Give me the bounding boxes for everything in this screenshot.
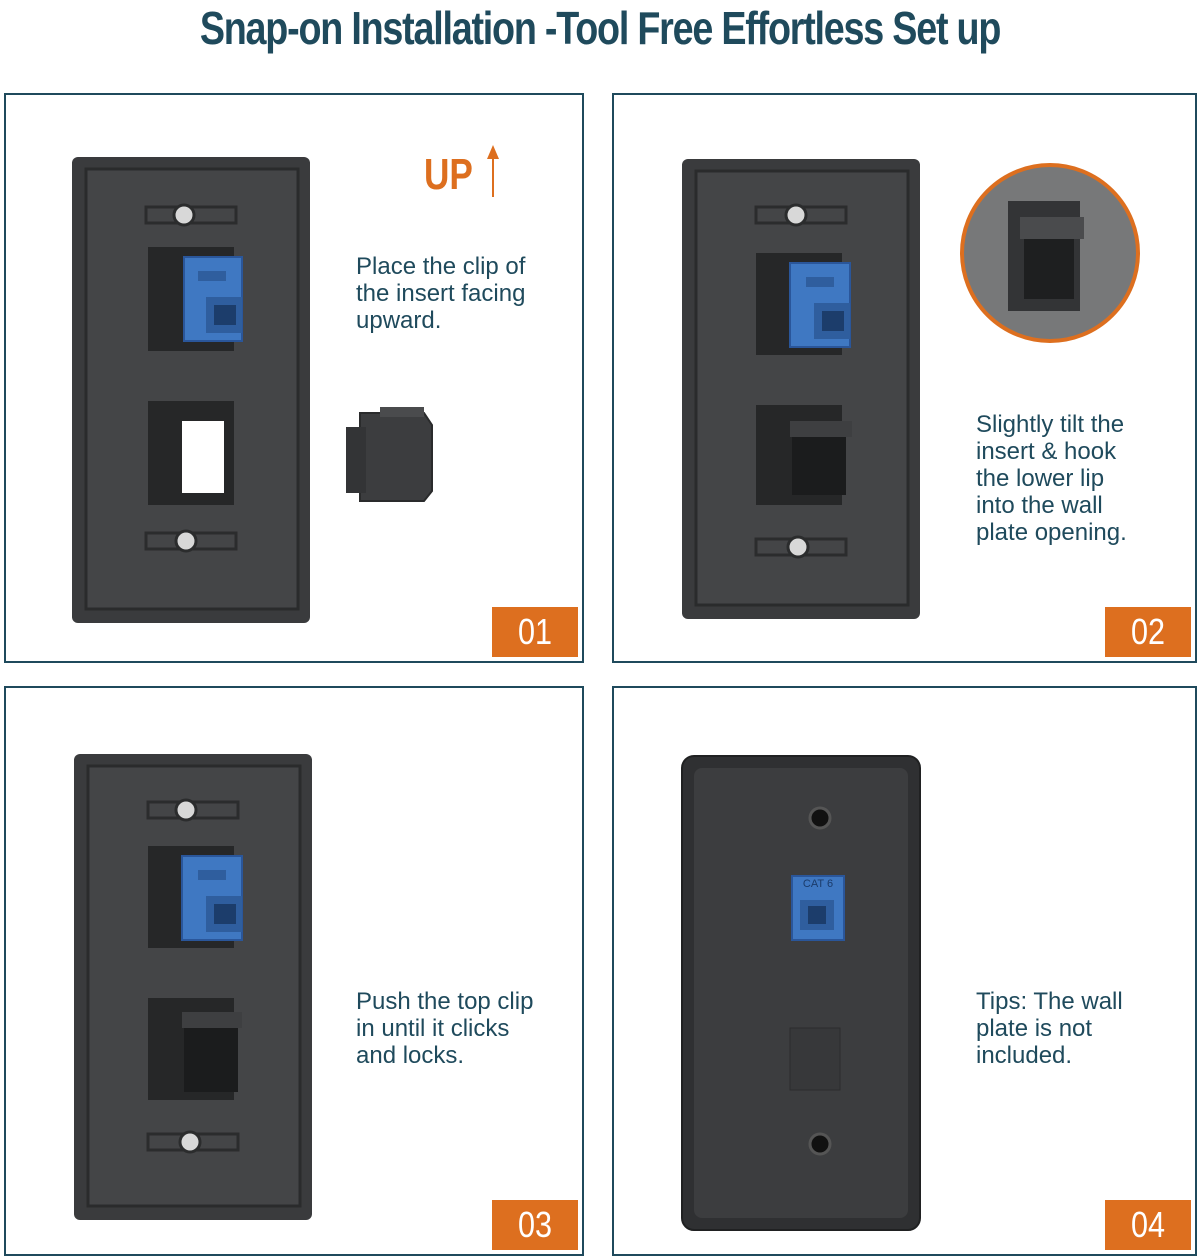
wall-plate-front [681,755,921,1231]
step-03-text: Push the top clip in until it clicks and… [356,988,534,1069]
wall-plate-back [682,159,920,619]
up-arrow-icon [487,145,499,197]
step-panel-02: Slightly tilt the insert & hook the lowe… [612,93,1197,663]
step-panel-03: Push the top clip in until it clicks and… [4,686,584,1256]
jack-label: CAT 6 [802,878,834,890]
page-title: Snap-on Installation -Tool Free Effortle… [199,2,1002,54]
step-04-text: Tips: The wall plate is not included. [976,988,1123,1069]
wall-plate-back [74,754,312,1220]
zoom-detail-circle [960,163,1140,343]
step-number-02: 02 [1105,607,1191,657]
step-number-04: 04 [1105,1200,1191,1250]
step-panel-01: UP Place the clip of the insert facing u… [4,93,584,663]
step-01-text: Place the clip of the insert facing upwa… [356,253,526,334]
keystone-insert [346,407,433,502]
step-number-03: 03 [492,1200,578,1250]
up-label: UP [424,150,473,199]
step-02-text: Slightly tilt the insert & hook the lowe… [976,411,1127,546]
step-number-01: 01 [492,607,578,657]
wall-plate-back [72,157,310,623]
step-panel-04: CAT 6 Tips: The wall plate is not includ… [612,686,1197,1256]
